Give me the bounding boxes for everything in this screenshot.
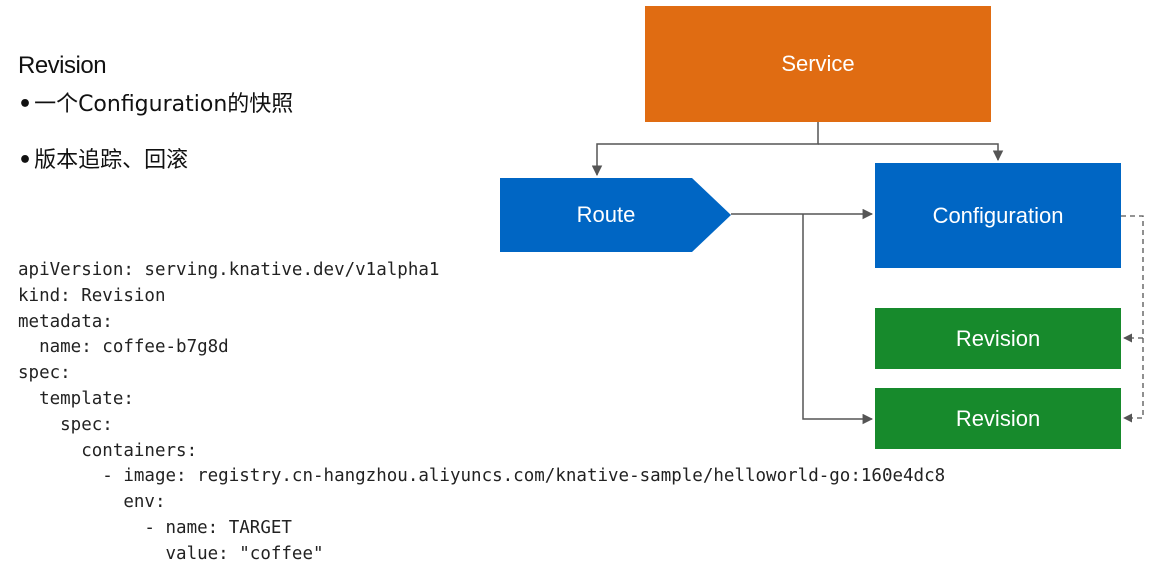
- route-shape: [500, 178, 731, 252]
- revision-label: Revision: [955, 325, 1041, 351]
- route-to-revision-arrow: [802, 214, 874, 425]
- configuration-label: Configuration: [932, 202, 1064, 228]
- revision-label: Revision: [955, 405, 1041, 431]
- revision-box: Revision: [875, 308, 1121, 369]
- bullet-item-snapshot: •一个Configuration的快照: [18, 86, 293, 118]
- configuration-revision-dashed-connector: [1121, 215, 1144, 423]
- service-to-configuration-connector: [818, 143, 1004, 162]
- bullet-text: 一个Configuration的快照: [34, 92, 294, 117]
- service-label: Service: [781, 51, 855, 76]
- revision-box: Revision: [875, 388, 1121, 449]
- slide-title: Revision: [18, 52, 107, 79]
- yaml-code-block: apiVersion: serving.knative.dev/v1alpha1…: [18, 260, 946, 564]
- bullet-item-versioning: •版本追踪、回滚: [18, 142, 188, 174]
- route-box: Route: [500, 178, 712, 252]
- bullet-text: 版本追踪、回滚: [34, 148, 189, 173]
- configuration-box: Configuration: [875, 163, 1121, 268]
- service-box: Service: [645, 6, 991, 122]
- bullet-dot: •: [18, 148, 33, 173]
- route-label: Route: [576, 202, 636, 227]
- bullet-dot: •: [18, 92, 33, 117]
- service-to-route-connector: [591, 122, 819, 177]
